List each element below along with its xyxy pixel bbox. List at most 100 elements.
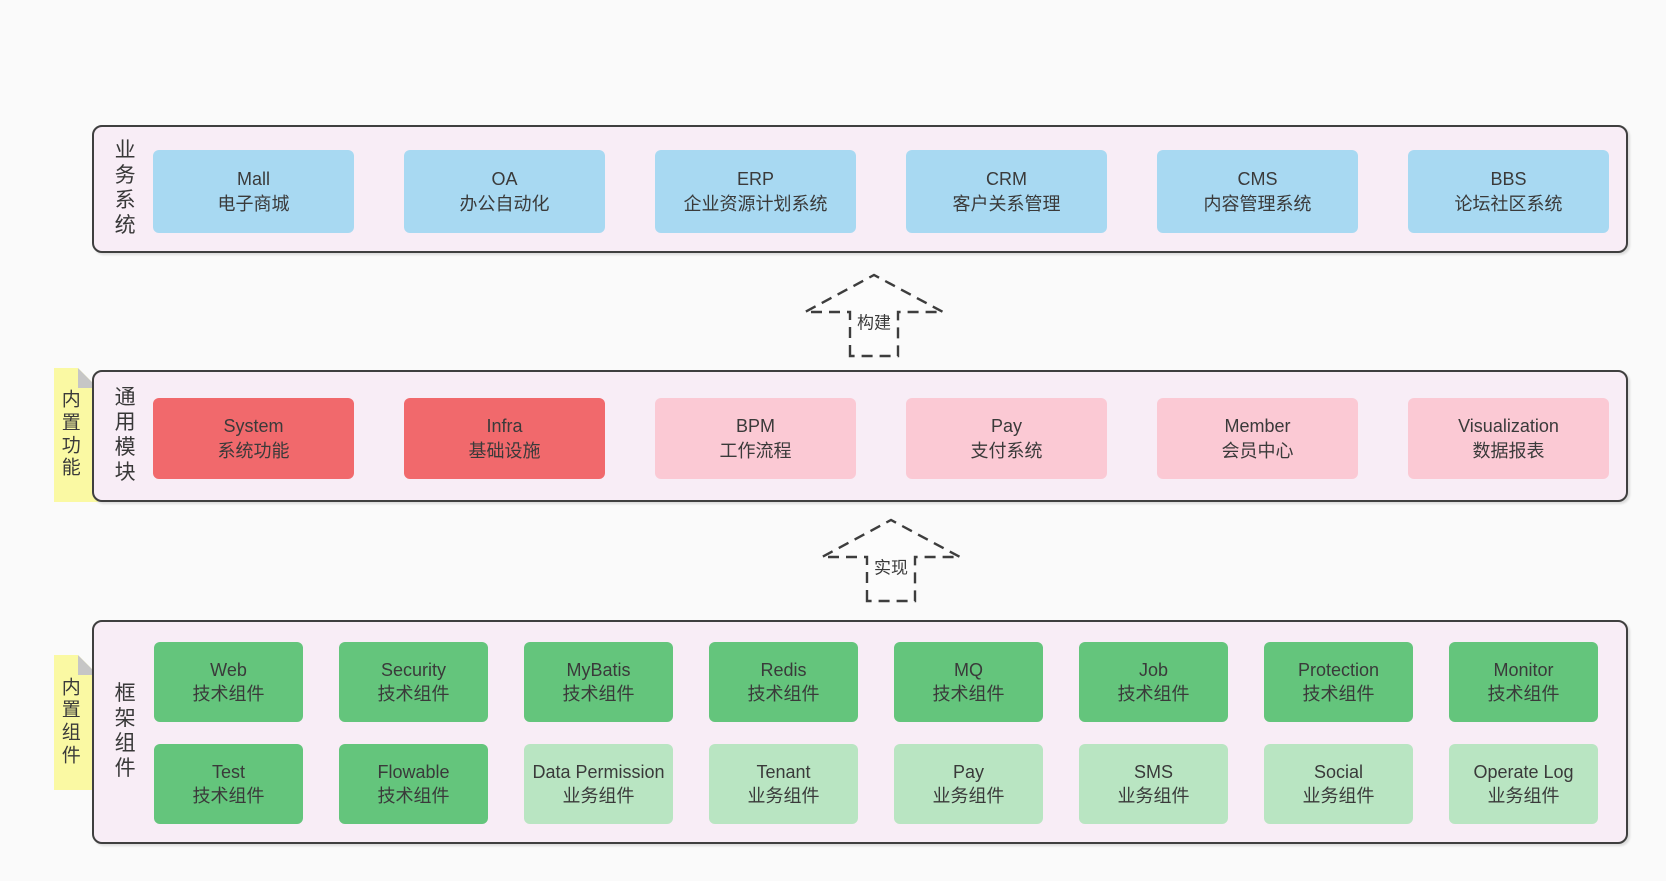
node-title: System [223,415,284,436]
node-subtitle: 客户关系管理 [952,193,1061,214]
arrow-build: 构建 [799,272,949,358]
node-subtitle: 技术组件 [192,684,265,704]
node-title: Protection [1297,660,1380,680]
diagram-node: Redis 技术组件 [709,642,858,722]
node-subtitle: 论坛社区系统 [1454,193,1563,214]
node-subtitle: 技术组件 [1302,684,1375,704]
diagram-node: System 系统功能 [153,398,354,479]
layer-framework-components: 框架组件 Web 技术组件 Security 技术组件 MyBatis 技术组件 [92,620,1628,844]
node-subtitle: 技术组件 [377,786,450,806]
diagram-node: OA 办公自动化 [404,150,605,233]
arrow-implement: 实现 [816,517,966,603]
node-title: Monitor [1493,660,1554,680]
node-title: Pay [990,415,1023,436]
node-grid: Web 技术组件 Security 技术组件 MyBatis 技术组件 Redi… [154,642,1598,824]
diagram-node: BPM 工作流程 [655,398,856,479]
node-subtitle: 业务组件 [1117,786,1190,806]
node-title: CRM [986,168,1027,189]
node-title: Flowable [377,762,450,782]
node-subtitle: 基础设施 [468,440,541,461]
layer-title: 框架组件 [114,682,136,780]
node-title: ERP [736,168,774,189]
layer-title: 业务系统 [114,139,136,237]
diagram-node: ERP 企业资源计划系统 [655,150,856,233]
diagram-node: Member 会员中心 [1157,398,1358,479]
sticky-note-built-in-components: 内置组件 [54,655,98,790]
node-subtitle: 业务组件 [1487,786,1560,806]
layer-common-modules: 通用模块 System 系统功能 Infra 基础设施 BPM 工作流程 [92,370,1628,502]
node-subtitle: 会员中心 [1221,440,1294,461]
node-subtitle: 业务组件 [747,786,820,806]
diagram-node: BBS 论坛社区系统 [1408,150,1609,233]
diagram-node: CMS 内容管理系统 [1157,150,1358,233]
node-subtitle: 技术组件 [1487,684,1560,704]
node-subtitle: 系统功能 [217,440,290,461]
node-subtitle: 支付系统 [970,440,1043,461]
node-subtitle: 工作流程 [719,440,792,461]
diagram-node: Tenant 业务组件 [709,744,858,824]
node-title: MyBatis [566,660,631,680]
diagram-node: Operate Log 业务组件 [1449,744,1598,824]
node-title: Job [1138,660,1169,680]
node-subtitle: 办公自动化 [459,193,550,214]
diagram-node: Flowable 技术组件 [339,744,488,824]
diagram-node: Visualization 数据报表 [1408,398,1609,479]
node-title: Visualization [1458,415,1559,436]
sticky-note-built-in-features: 内置功能 [54,368,98,502]
node-title: SMS [1133,762,1173,782]
node-subtitle: 业务组件 [1302,786,1375,806]
node-title: Member [1224,415,1291,436]
node-grid: System 系统功能 Infra 基础设施 BPM 工作流程 Pay 支付系统 [153,398,1609,479]
node-title: Social [1313,762,1364,782]
diagram-node: Data Permission 业务组件 [524,744,673,824]
node-subtitle: 技术组件 [747,684,820,704]
diagram-node: Monitor 技术组件 [1449,642,1598,722]
layer-title: 通用模块 [114,386,136,484]
node-title: BPM [735,415,775,436]
diagram-node: CRM 客户关系管理 [906,150,1107,233]
diagram-node: Job 技术组件 [1079,642,1228,722]
node-title: MQ [954,660,983,680]
node-title: Mall [236,168,270,189]
node-subtitle: 技术组件 [932,684,1005,704]
diagram-node: MQ 技术组件 [894,642,1043,722]
node-subtitle: 数据报表 [1472,440,1545,461]
arrow-label: 构建 [854,308,894,334]
diagram-node: Pay 业务组件 [894,744,1043,824]
node-subtitle: 技术组件 [377,684,450,704]
node-title: Web [210,660,247,680]
node-subtitle: 技术组件 [192,786,265,806]
diagram-node: Mall 电子商城 [153,150,354,233]
layer-business-systems: 业务系统 Mall 电子商城 OA 办公自动化 ERP 企业资源计划系统 [92,125,1628,253]
node-subtitle: 技术组件 [562,684,635,704]
node-subtitle: 企业资源计划系统 [683,193,828,214]
node-title: Pay [952,762,985,782]
sticky-note-label: 内置组件 [61,676,81,767]
node-subtitle: 业务组件 [932,786,1005,806]
sticky-note-label: 内置功能 [61,389,81,479]
node-title: Test [211,762,245,782]
node-title: OA [491,168,518,189]
node-subtitle: 业务组件 [562,786,635,806]
diagram-node: MyBatis 技术组件 [524,642,673,722]
node-title: Operate Log [1473,762,1574,782]
node-title: Redis [760,660,807,680]
node-title: Tenant [756,762,811,782]
diagram-node: Infra 基础设施 [404,398,605,479]
diagram-node: Web 技术组件 [154,642,303,722]
diagram-node: SMS 业务组件 [1079,744,1228,824]
arrow-label: 实现 [871,553,911,579]
node-subtitle: 内容管理系统 [1203,193,1312,214]
node-grid: Mall 电子商城 OA 办公自动化 ERP 企业资源计划系统 CRM 客户关系… [153,150,1609,233]
node-title: Infra [486,415,523,436]
node-subtitle: 技术组件 [1117,684,1190,704]
node-title: Data Permission [532,762,665,782]
node-title: Security [380,660,447,680]
diagram-node: Social 业务组件 [1264,744,1413,824]
diagram-node: Protection 技术组件 [1264,642,1413,722]
node-subtitle: 电子商城 [217,193,290,214]
diagram-node: Pay 支付系统 [906,398,1107,479]
node-title: BBS [1490,168,1527,189]
node-title: CMS [1237,168,1278,189]
